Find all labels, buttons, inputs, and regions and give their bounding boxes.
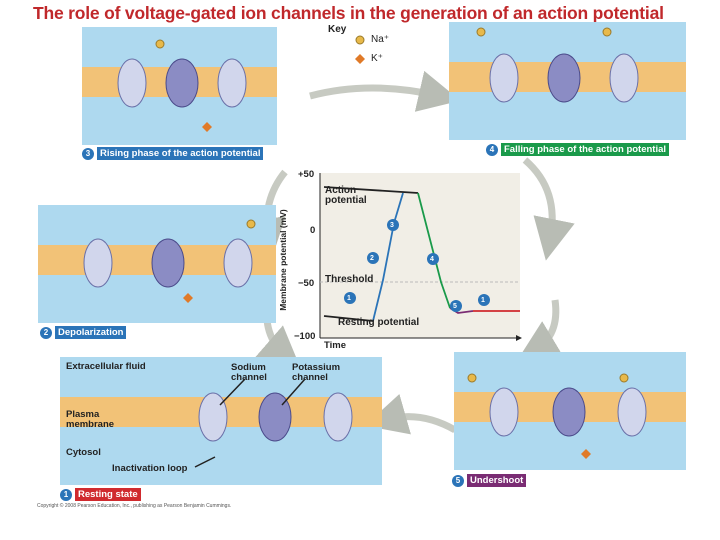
chart-marker: 3 xyxy=(390,222,394,229)
step-4-circle: 4 xyxy=(486,143,498,156)
ytick-label: −50 xyxy=(298,278,315,289)
step-5-label: Undershoot xyxy=(467,474,527,487)
caption-depolarization: 2 Depolarization xyxy=(40,326,127,339)
chart-svg xyxy=(319,173,522,341)
ytick-label: +50 xyxy=(298,169,315,180)
label-cytosol: Cytosol xyxy=(66,447,101,458)
caption-undershoot: 5 Undershoot xyxy=(452,474,527,487)
label-potassium-channel: Potassium channel xyxy=(292,362,341,383)
step-2-label: Depolarization xyxy=(55,326,127,339)
caption-rising: 3 Rising phase of the action potential xyxy=(82,147,264,160)
chart-marker: 5 xyxy=(453,303,457,310)
step-1-circle: 1 xyxy=(60,488,72,501)
action-potential-chart: +50 0 −50 −100 Time Membrane potential (… xyxy=(278,165,523,355)
chart-marker: 1 xyxy=(481,297,485,304)
x-axis-label: Time xyxy=(324,340,347,351)
key-k-label: K⁺ xyxy=(371,53,383,64)
membrane-illustration xyxy=(449,22,686,140)
label-inactivation-loop: Inactivation loop xyxy=(112,463,188,474)
caption-falling: 4 Falling phase of the action potential xyxy=(486,143,670,156)
panel-undershoot xyxy=(454,352,686,470)
chart-marker: 2 xyxy=(370,255,374,262)
step-5-circle: 5 xyxy=(452,474,464,487)
membrane-illustration xyxy=(60,357,382,485)
chart-marker: 4 xyxy=(430,256,434,263)
label-sodium-channel: Sodium channel xyxy=(231,362,267,383)
ytick-label: 0 xyxy=(310,225,316,236)
annotation-resting-potential: Resting potential xyxy=(338,317,420,328)
ytick-label: −100 xyxy=(294,331,316,342)
key-na-row: Na⁺ xyxy=(355,34,389,45)
panel-depolarization xyxy=(38,205,276,323)
panel-falling xyxy=(449,22,686,140)
step-2-circle: 2 xyxy=(40,326,52,339)
membrane-illustration xyxy=(38,205,276,323)
caption-resting: 1 Resting state xyxy=(60,488,141,501)
label-extracellular: Extracellular fluid xyxy=(66,361,146,372)
step-3-circle: 3 xyxy=(82,147,94,160)
panel-resting xyxy=(60,357,382,485)
copyright: Copyright © 2008 Pearson Education, Inc.… xyxy=(37,503,232,509)
membrane-illustration xyxy=(454,352,686,470)
chart-marker: 1 xyxy=(347,295,351,302)
figure-title: The role of voltage-gated ion channels i… xyxy=(33,3,664,23)
label-plasma-membrane: Plasma membrane xyxy=(66,409,115,430)
annotation-action-potential: Action potential xyxy=(325,185,367,206)
potassium-ion-icon xyxy=(355,53,365,64)
step-3-label: Rising phase of the action potential xyxy=(97,147,264,160)
annotation-threshold: Threshold xyxy=(325,274,374,285)
key-k-row: K⁺ xyxy=(355,53,383,64)
key-heading: Key xyxy=(328,24,347,35)
sodium-ion-icon xyxy=(355,35,365,44)
membrane-illustration xyxy=(82,27,277,145)
y-axis-label: Membrane potential (mV) xyxy=(277,209,288,311)
step-1-label: Resting state xyxy=(75,488,141,501)
panel-rising xyxy=(82,27,277,145)
step-4-label: Falling phase of the action potential xyxy=(501,143,670,156)
key-na-label: Na⁺ xyxy=(371,34,390,45)
